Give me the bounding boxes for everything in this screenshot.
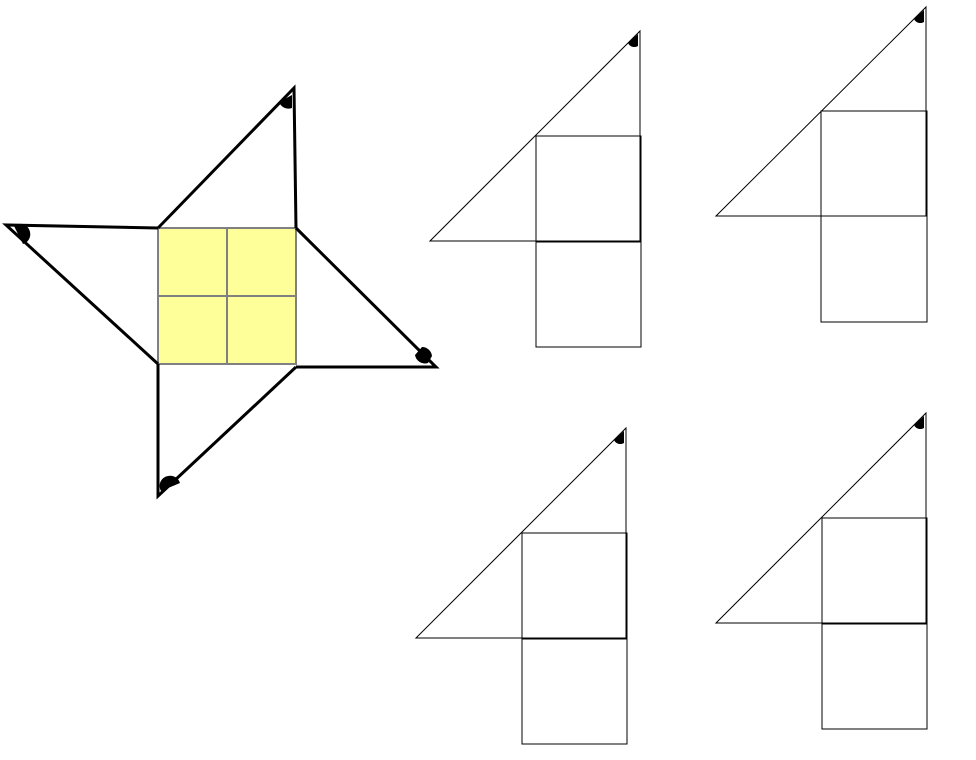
center-square	[157, 227, 297, 365]
star-triangle-right	[294, 226, 440, 369]
piece-square-lower	[820, 215, 928, 323]
center-square-grid	[157, 227, 297, 365]
angle-mark	[914, 416, 924, 430]
star-triangle-left	[2, 223, 160, 366]
piece-2	[714, 5, 928, 323]
piece-square-lower	[821, 623, 928, 730]
star-figure	[2, 84, 440, 500]
angle-mark	[914, 10, 924, 24]
piece-4	[714, 411, 928, 730]
piece-1	[428, 29, 642, 348]
piece-square-lower	[521, 638, 628, 745]
piece-square-lower	[535, 241, 642, 348]
angle-mark	[159, 475, 180, 491]
angle-mark	[415, 346, 432, 364]
angle-mark	[14, 223, 31, 244]
piece-square-upper	[820, 110, 928, 217]
angle-mark	[614, 431, 624, 445]
angle-mark	[279, 95, 292, 109]
piece-square-upper	[821, 517, 928, 625]
piece-3	[414, 426, 628, 745]
star-triangle-top	[156, 84, 298, 230]
piece-square-upper	[521, 532, 628, 640]
piece-square-upper	[535, 135, 642, 243]
angle-mark	[628, 34, 638, 48]
grid-border	[157, 227, 297, 365]
star-triangle-bottom	[156, 364, 298, 500]
